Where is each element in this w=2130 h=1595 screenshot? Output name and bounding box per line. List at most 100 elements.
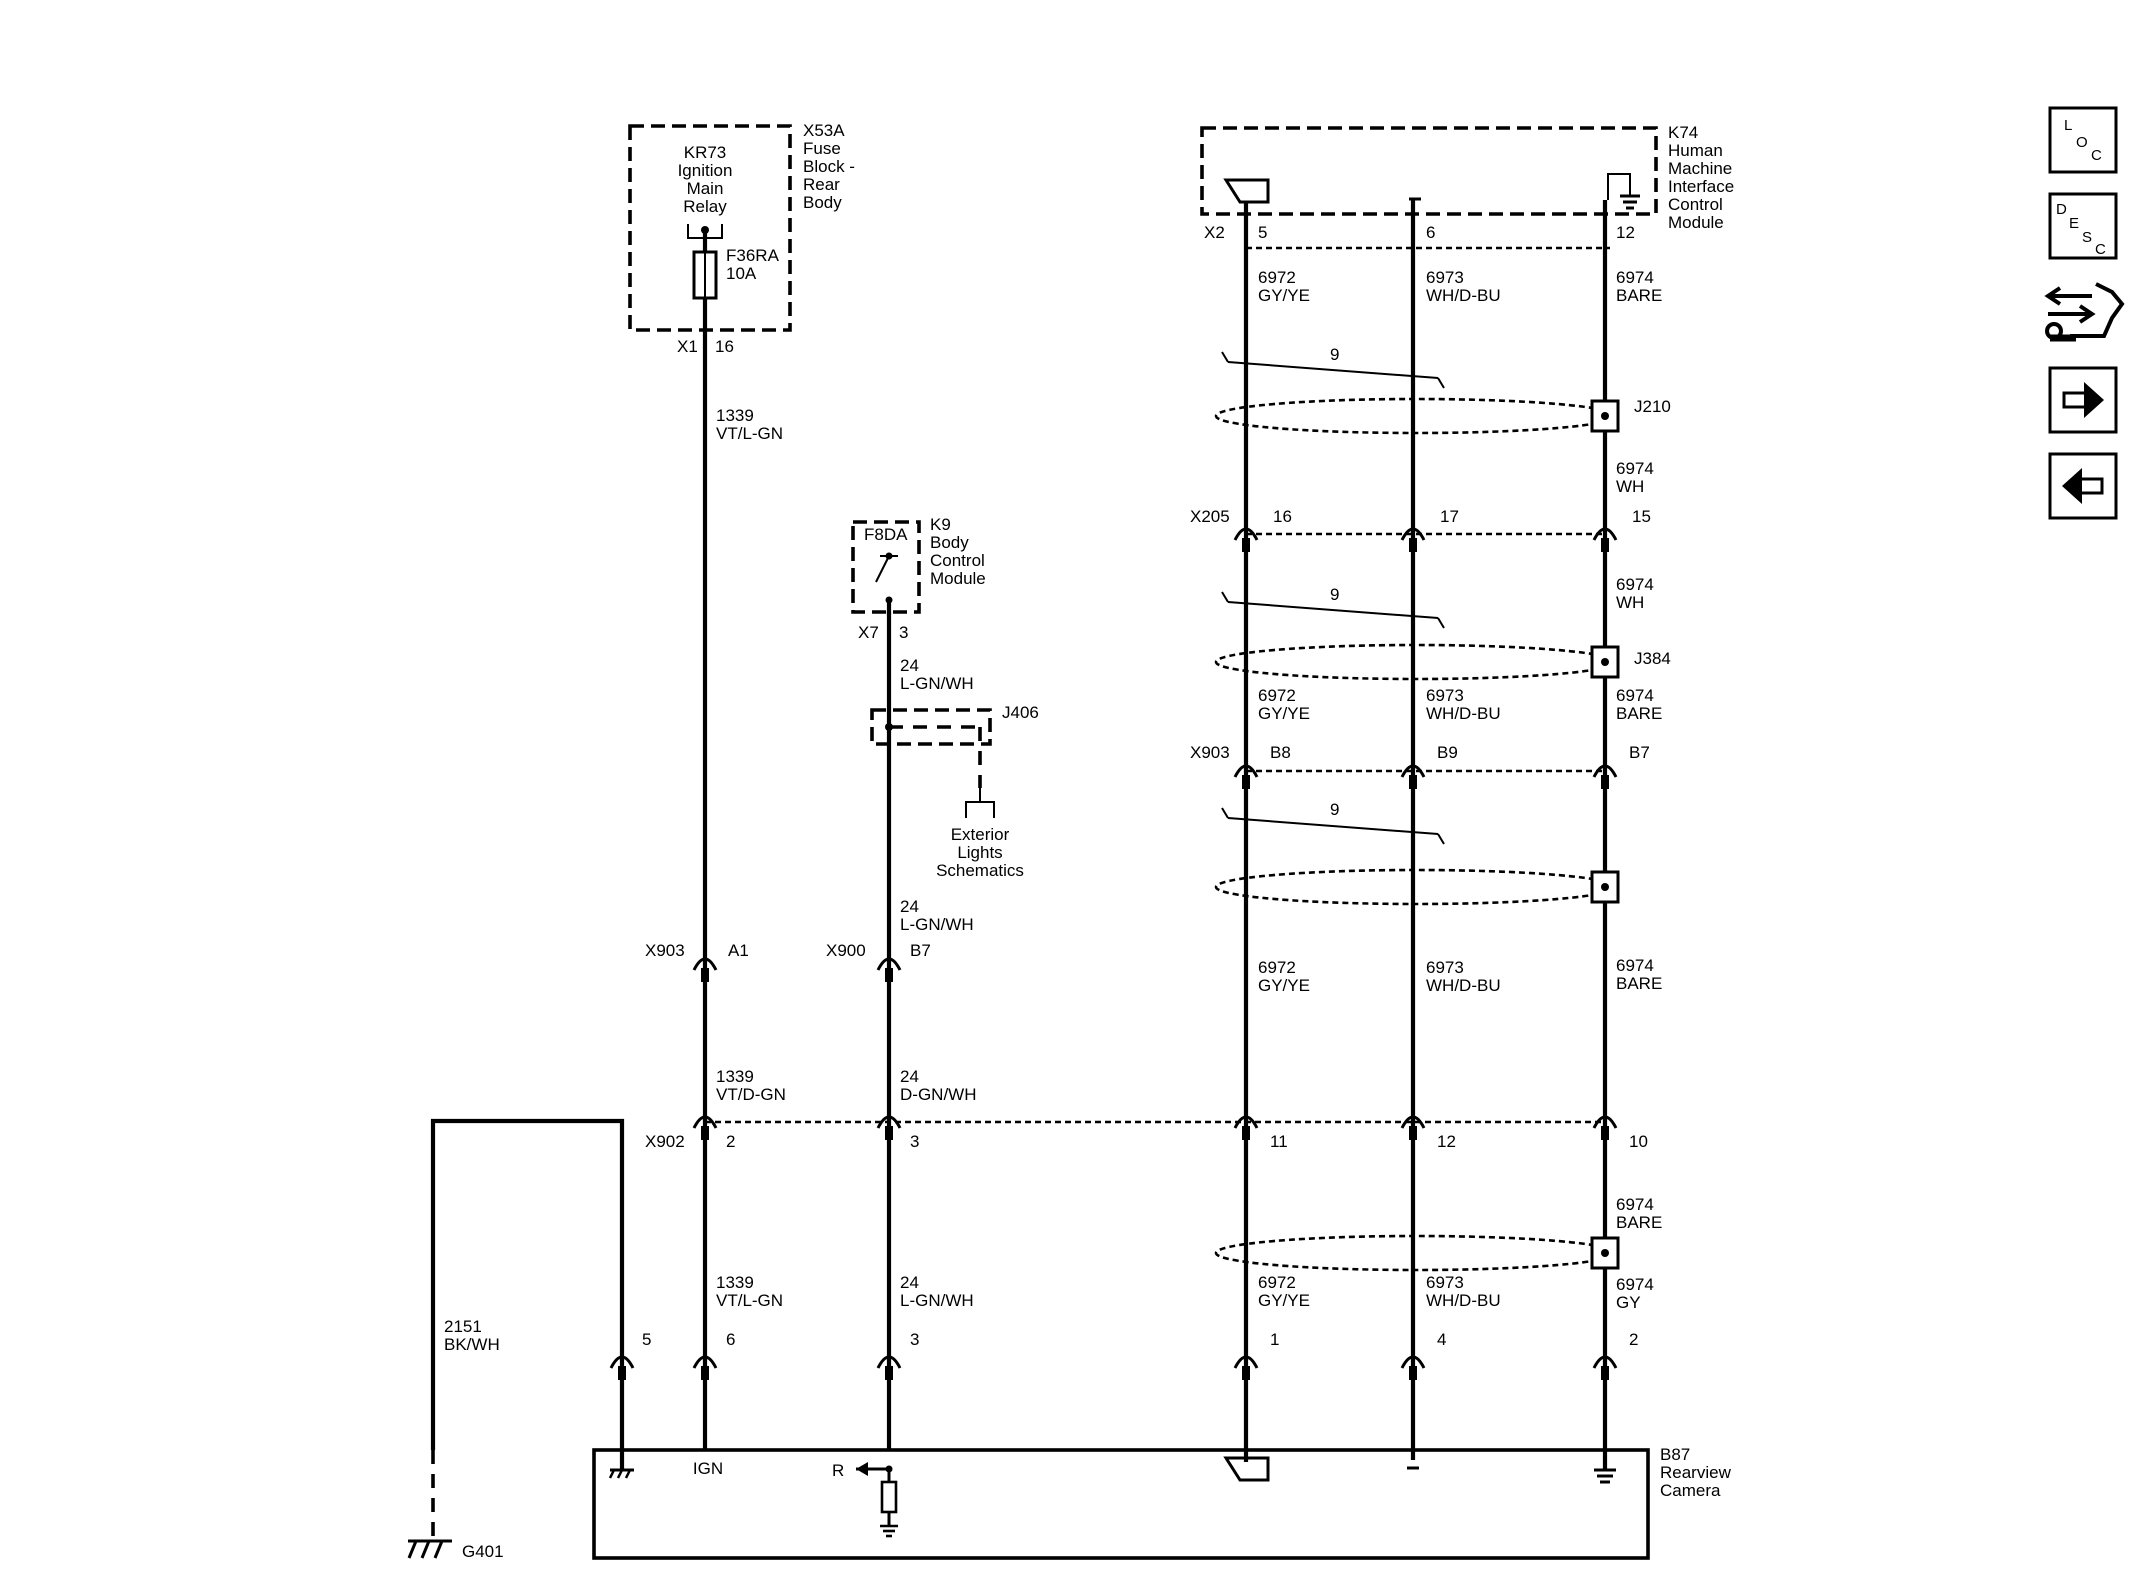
x7-pin: 3 (899, 623, 908, 642)
wire-label-24-lower-mid: 24 (900, 1067, 919, 1086)
x205-pin-16: 16 (1273, 507, 1292, 526)
loc-button[interactable]: L O C (2048, 106, 2118, 174)
x53a-id: X53A (803, 121, 845, 140)
connector-terminal-pin (1242, 538, 1250, 552)
wire-color-24-mid: L-GN/WH (900, 915, 974, 934)
x53a-line-2: Block - (803, 157, 855, 176)
wire-color-24-upper: L-GN/WH (900, 674, 974, 693)
x902-pin-11: 11 (1270, 1132, 1288, 1151)
x53a-line-1: Fuse (803, 139, 841, 158)
b87-video-positive-symbol (1223, 1456, 1270, 1482)
connector-terminal-cup (1233, 1115, 1259, 1129)
connector-terminal-cup (692, 1115, 718, 1129)
kr73-relay-contact-symbol (687, 224, 723, 252)
wire-label-1339-upper: 1339 (716, 406, 754, 425)
wire-color-6974-lower: BARE (1616, 1213, 1662, 1232)
connector-terminal-cup (1400, 527, 1426, 541)
wire-color-6974-k74: BARE (1616, 286, 1662, 305)
connector-terminal-cup (1400, 1355, 1426, 1369)
x902-pin-10: 10 (1629, 1132, 1648, 1151)
x903-pin-a1: A1 (728, 941, 749, 960)
x53a-fuse-block-box (628, 124, 792, 332)
desc-button[interactable]: D E S C (2048, 192, 2118, 260)
connector-terminal-cup (1592, 764, 1618, 778)
x902-pin-3: 3 (910, 1132, 919, 1151)
x7-connector-id: X7 (858, 623, 879, 642)
f36ra-id: F36RA (726, 246, 780, 265)
wire-color-6974-mid: BARE (1616, 974, 1662, 993)
x903-pin-b7: B7 (1629, 743, 1650, 762)
wire-color-24-lower-mid: D-GN/WH (900, 1085, 976, 1104)
wire-label-1339-lower: 1339 (716, 1273, 754, 1292)
reverse-signal-arrow-icon (856, 1462, 893, 1476)
k9-line-1: Body (930, 533, 969, 552)
wire-label-6974-j210: 6974 (1616, 459, 1654, 478)
exterior-lights-reference-symbol (965, 801, 995, 818)
f8da-id: F8DA (864, 525, 908, 544)
b87-ign-label: IGN (693, 1459, 723, 1478)
wire-label-6972-k74: 6972 (1258, 268, 1296, 287)
exterior-lights-line-2: Lights (957, 843, 1002, 862)
k9-id: K9 (930, 515, 951, 534)
connector-terminal-pin (1242, 1366, 1250, 1380)
k74-line-3: Interface (1668, 177, 1734, 196)
k74-line-5: Module (1668, 213, 1724, 232)
exterior-lights-line-3: Schematics (936, 861, 1024, 880)
previous-page-button[interactable] (2048, 452, 2118, 520)
arrow-left-icon (2062, 468, 2104, 504)
shield-ellipse-2 (1214, 643, 1618, 681)
connector-terminal-pin (885, 1126, 893, 1140)
k74-line-2: Machine (1668, 159, 1732, 178)
x2-pin-6: 6 (1426, 223, 1435, 242)
b87-line-1: Rearview (1660, 1463, 1732, 1482)
exterior-lights-line-1: Exterior (951, 825, 1010, 844)
connector-terminal-pin (1409, 538, 1417, 552)
shield-splice-dot-3 (1601, 883, 1609, 891)
shield-ellipse-3 (1214, 868, 1618, 906)
x903-pin-b8: B8 (1270, 743, 1291, 762)
shield-ground-symbol-k74 (1607, 173, 1640, 210)
desc-letter-c: C (2095, 241, 2106, 258)
connector-terminal-pin (1601, 538, 1609, 552)
x1-connector-id: X1 (677, 337, 698, 356)
x902-connector-id: X902 (645, 1132, 685, 1151)
x2-pin-12: 12 (1616, 223, 1635, 242)
connector-terminal-pin (618, 1366, 626, 1380)
connector-terminal-cup (1592, 527, 1618, 541)
desc-letter-s: S (2082, 229, 2092, 246)
connector-terminal-pin (1409, 775, 1417, 789)
x1-pin: 16 (715, 337, 734, 356)
wire-label-24-upper: 24 (900, 656, 919, 675)
x2-pin-5: 5 (1258, 223, 1267, 242)
wire-color-24-lower: L-GN/WH (900, 1291, 974, 1310)
wire-color-6972-k74: GY/YE (1258, 286, 1310, 305)
wire-color-1339-lower: VT/L-GN (716, 1291, 783, 1310)
j406-id: J406 (1002, 703, 1039, 722)
connector-terminal-pin (1601, 1126, 1609, 1140)
k9-line-2: Control (930, 551, 985, 570)
connector-terminal-cup (692, 957, 718, 971)
k74-hmi-box (1200, 126, 1658, 216)
twist-count-3: 9 (1330, 800, 1339, 819)
connector-terminal-cup (1592, 1355, 1618, 1369)
b87-pin-4: 4 (1437, 1330, 1446, 1349)
x903-lower-connector-id: X903 (645, 941, 685, 960)
x903-pin-b9: B9 (1437, 743, 1458, 762)
x53a-line-4: Body (803, 193, 842, 212)
wire-label-2151: 2151 (444, 1317, 482, 1336)
x205-connector-id: X205 (1190, 507, 1230, 526)
next-page-button[interactable] (2048, 366, 2118, 434)
wire-color-6974-x205: WH (1616, 593, 1644, 612)
connector-terminal-cup (876, 1355, 902, 1369)
x902-pin-12: 12 (1437, 1132, 1456, 1151)
connector-terminal-symbols (609, 527, 1618, 1380)
connector-wrench-button[interactable] (2044, 282, 2125, 342)
wire-label-6974-gy: 6974 (1616, 1275, 1654, 1294)
wire-label-6973-mid: 6973 (1426, 958, 1464, 977)
f36ra-rating: 10A (726, 264, 757, 283)
twisted-pair-marker-2 (1221, 591, 1445, 629)
wire-label-6974-x205: 6974 (1616, 575, 1654, 594)
twist-count-1: 9 (1330, 345, 1339, 364)
kr73-line-1: KR73 (684, 143, 727, 162)
